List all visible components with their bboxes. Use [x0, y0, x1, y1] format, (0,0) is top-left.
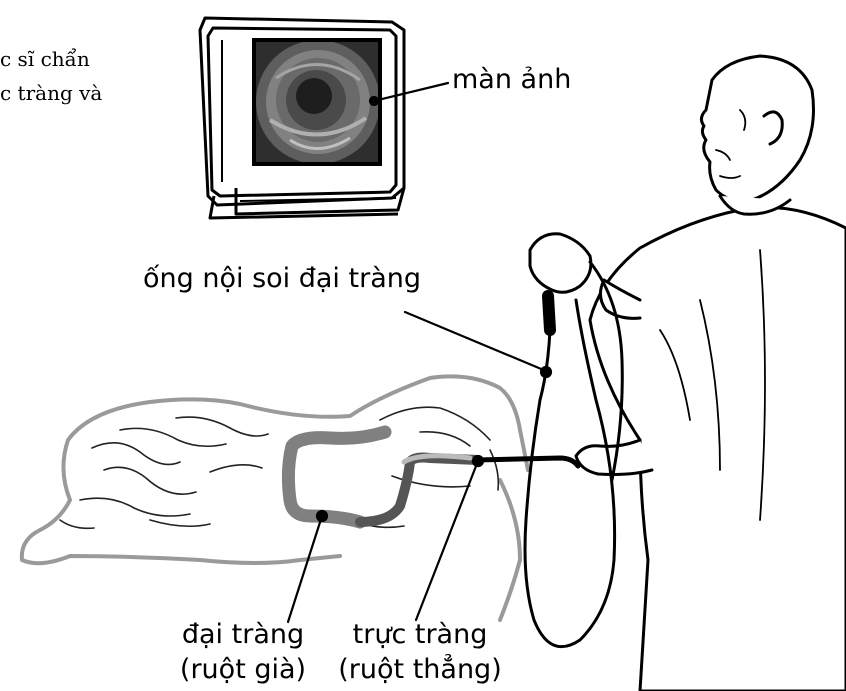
patient-details	[60, 407, 498, 528]
label-monitor: màn ảnh	[452, 63, 571, 97]
label-colon-line-2: (ruột già)	[168, 653, 318, 687]
colon	[288, 432, 385, 522]
label-endoscope: ống nội soi đại tràng	[143, 262, 421, 296]
rectum	[360, 456, 478, 522]
label-rectum-line-2: (ruột thẳng)	[320, 653, 520, 687]
label-rectum-line-1: trực tràng	[320, 618, 520, 652]
leader-scope	[405, 312, 546, 371]
doctor	[576, 56, 846, 691]
leader-colon	[288, 516, 322, 622]
monitor-screen	[254, 40, 380, 164]
label-colon-line-1: đại tràng	[168, 618, 318, 652]
